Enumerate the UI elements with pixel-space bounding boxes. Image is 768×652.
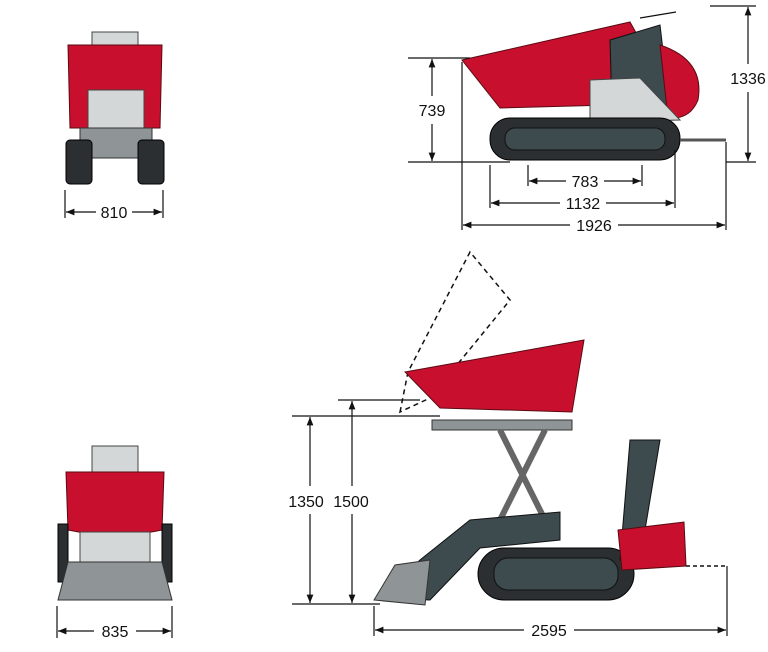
rear-hopper — [65, 471, 165, 536]
side-track-length-label: 1132 — [566, 196, 601, 213]
side-handlebar — [639, 11, 677, 19]
front-width-label: 810 — [101, 205, 128, 222]
raised-hopper — [403, 339, 585, 413]
high-tip-view: 1350 1500 2595 — [288, 250, 728, 640]
side-hopper-height-label: 739 — [419, 103, 446, 120]
tip-height-label: 1350 — [288, 494, 324, 511]
front-panel — [87, 89, 145, 129]
side-length-label: 1926 — [576, 218, 612, 235]
rear-bucket — [57, 561, 173, 601]
side-chassis — [589, 77, 682, 123]
lift-platform — [431, 419, 573, 431]
front-handle — [91, 31, 139, 47]
front-left-track — [65, 139, 93, 185]
side-track-frame — [504, 127, 666, 151]
scissor-lift — [497, 428, 548, 522]
side-view: 739 1336 783 1132 1926 — [408, 5, 766, 235]
rear-frame — [79, 531, 151, 563]
rear-view: 835 — [56, 445, 173, 641]
front-view: 810 — [64, 31, 165, 222]
side-total-height-label: 1336 — [730, 71, 766, 88]
loader-bucket — [373, 559, 431, 606]
tipped-hopper-outline — [398, 250, 511, 414]
rear-control-panel — [91, 445, 139, 473]
side-track-contact-label: 783 — [572, 174, 599, 191]
rear-width-label: 835 — [102, 624, 129, 641]
engine — [617, 521, 687, 571]
max-height-label: 1500 — [333, 494, 369, 511]
track-frame — [493, 557, 619, 591]
front-right-track — [137, 139, 165, 185]
total-length-label: 2595 — [531, 623, 567, 640]
